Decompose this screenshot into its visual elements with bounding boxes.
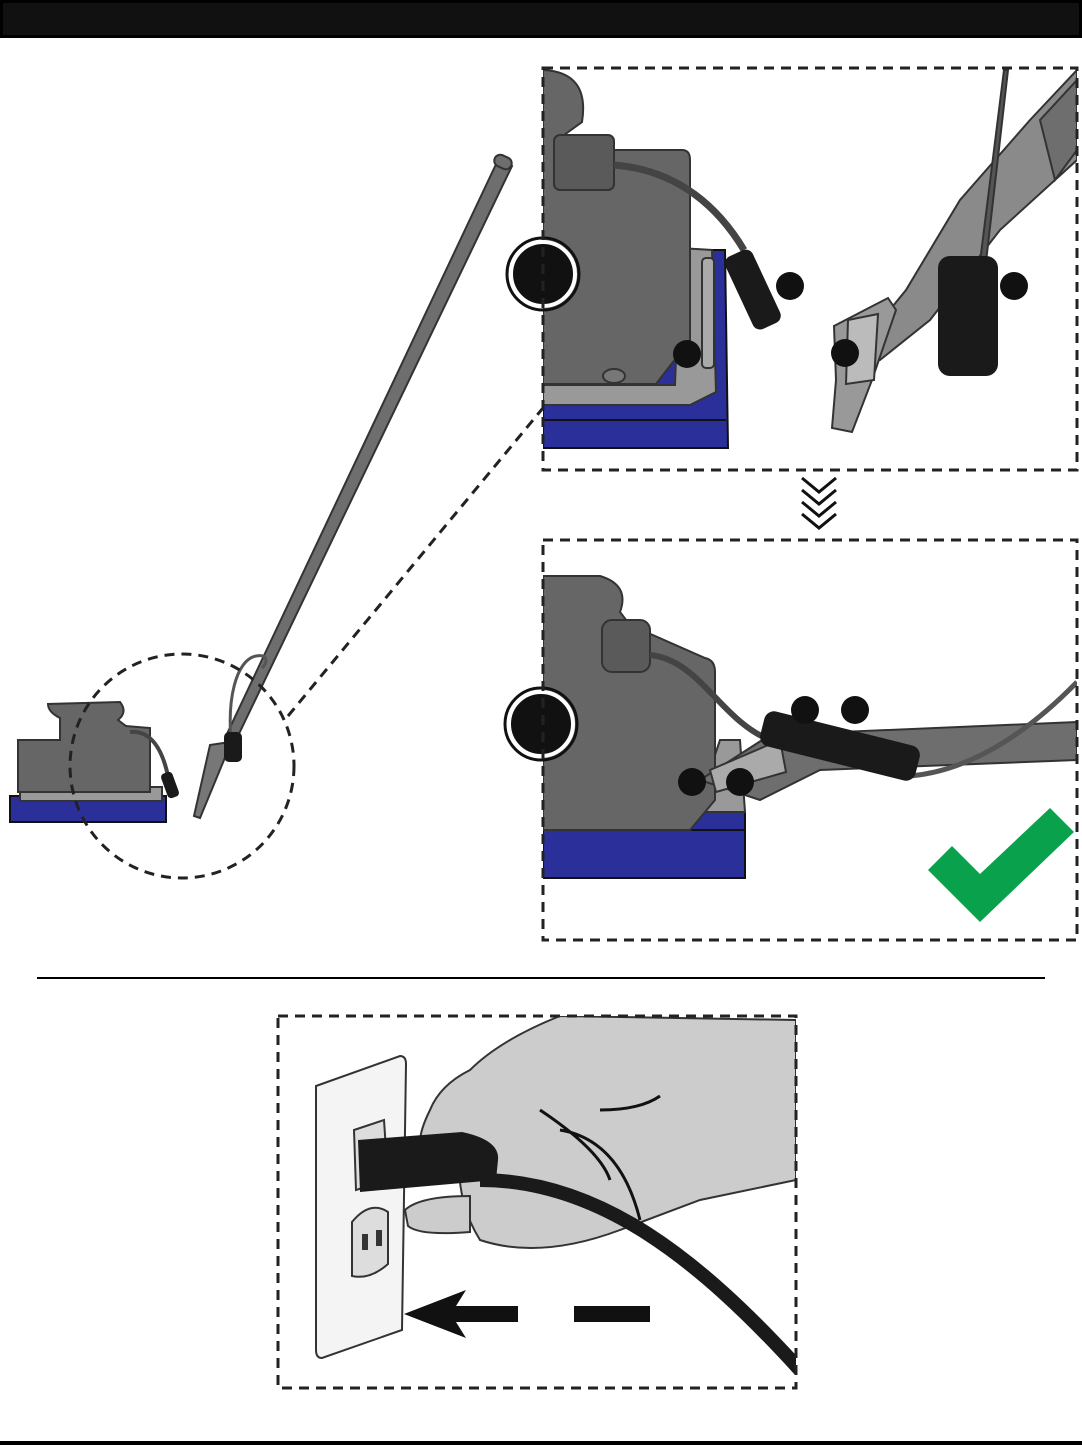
- section-divider: [37, 977, 1045, 979]
- green-checkmark-icon: [928, 808, 1074, 922]
- overview-machine-body: [18, 702, 150, 792]
- panel-unplug: [278, 1016, 800, 1388]
- zoom-connector: [288, 408, 543, 716]
- left-arrow-icon: [404, 1290, 518, 1338]
- panel-after: [505, 540, 1077, 940]
- overview-illustration: [10, 153, 543, 878]
- triple-chevron-down-icon: [802, 478, 836, 528]
- handle-pole: [226, 160, 512, 740]
- panel-before: [507, 68, 1077, 470]
- footer-rule: [0, 1441, 1082, 1445]
